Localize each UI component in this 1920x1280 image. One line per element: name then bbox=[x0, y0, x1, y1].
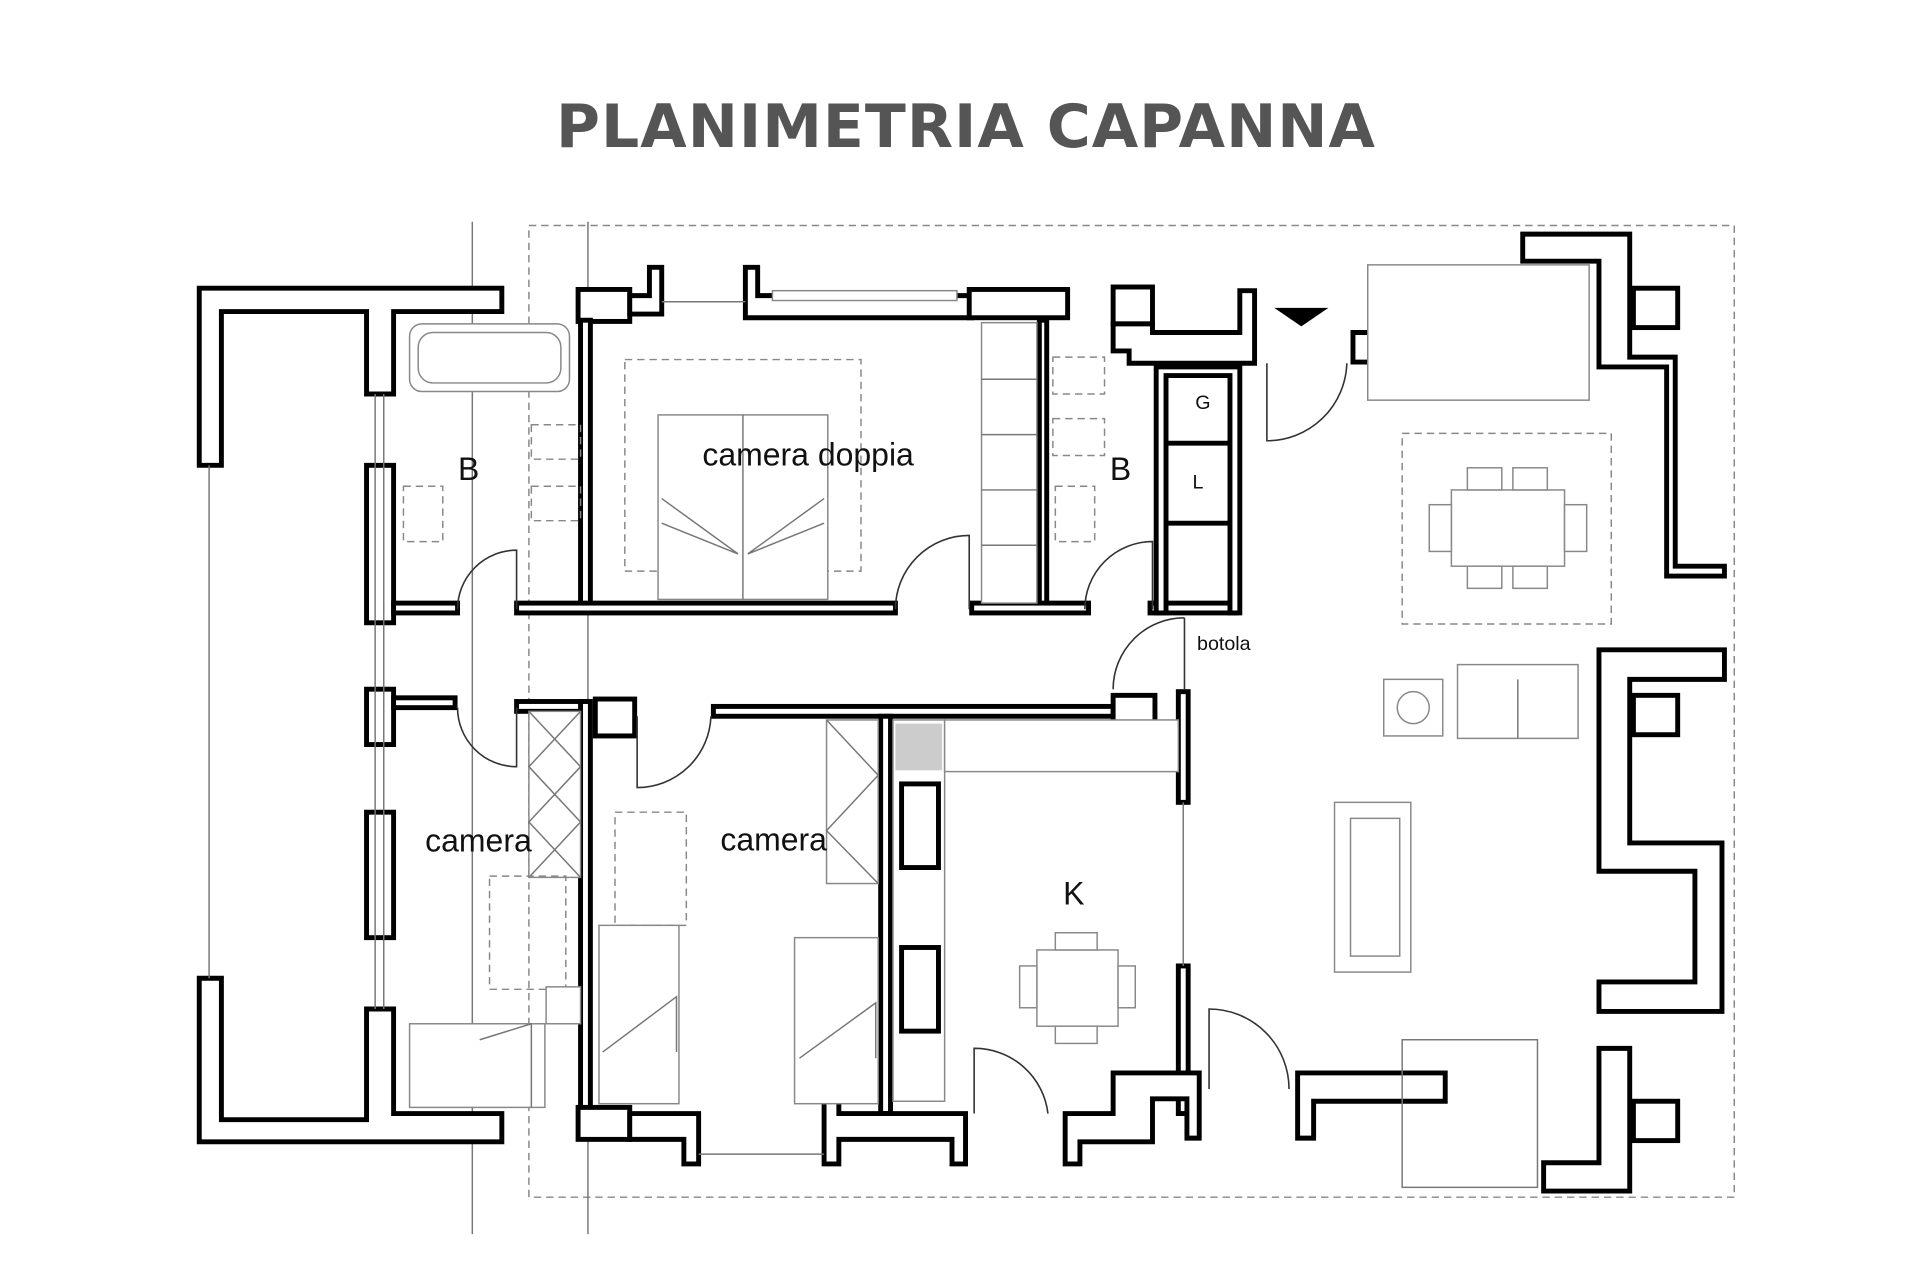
plan-title: PLANIMETRIA CAPANNA bbox=[556, 92, 1376, 162]
label-double-bedroom: camera doppia bbox=[702, 436, 914, 472]
label-g: G bbox=[1195, 392, 1210, 414]
label-kitchen: K bbox=[1063, 875, 1084, 911]
label-bedroom-left: camera bbox=[425, 823, 532, 859]
bottom-walls bbox=[575, 647, 1727, 1194]
label-bath-right: B bbox=[1110, 451, 1131, 487]
doors bbox=[456, 363, 1348, 1114]
label-l: L bbox=[1193, 472, 1204, 494]
label-hatch: botola bbox=[1197, 633, 1251, 655]
top-walls bbox=[575, 231, 1727, 579]
label-bedroom-middle: camera bbox=[720, 821, 827, 857]
furniture bbox=[402, 264, 1613, 1109]
room-labels: B camera doppia B G L botola camera came… bbox=[425, 392, 1251, 912]
label-bath-left: B bbox=[458, 451, 479, 487]
veranda-walls bbox=[196, 285, 505, 1145]
